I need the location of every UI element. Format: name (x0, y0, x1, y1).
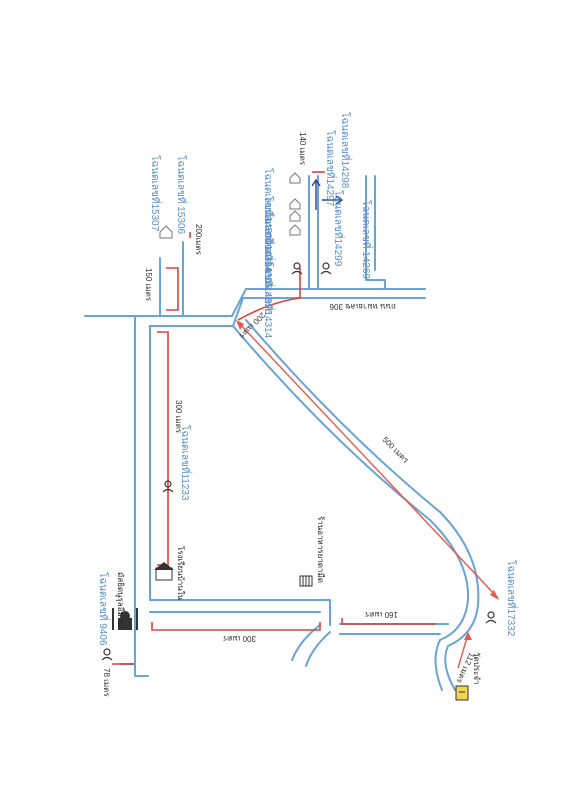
plot-label-15306: โฉนดเลขที่ 15306 (175, 155, 189, 235)
mosque-icon (112, 608, 138, 630)
plot-label-15307: โฉนดเลขที่15307 (149, 155, 163, 232)
place-label-restaurant: ร้านอาหารยาดามีด (316, 516, 325, 583)
dim-150 (166, 267, 179, 311)
place-label-school: โรงเรียนบ้านใน (176, 546, 186, 601)
plot-marker-icon (101, 262, 497, 661)
distance-label-200-upper: 200เมตร (194, 224, 203, 256)
distance-label-140: 140 เมตร (298, 132, 307, 166)
plot-label-14297: โฉนดเลขที่14297 (324, 130, 338, 207)
dim-160 (341, 618, 436, 625)
route-long-diagonal (237, 321, 499, 599)
road-soi-3 (365, 175, 386, 290)
road-name-306: ถนน หมายเลข 306 (329, 302, 396, 311)
dim-300-bottom (151, 622, 321, 631)
temple-icon (455, 685, 469, 701)
arrow-head-nw (236, 320, 244, 330)
plot-label-14314: โฉนดเลขที่14314 (262, 262, 276, 339)
place-label-temple: วัดประจำ (472, 652, 481, 685)
plot-label-14304: โฉนดเลขที่14304 (262, 196, 276, 273)
road-bottom-left-branch (291, 624, 321, 661)
road-junction-connector (231, 288, 247, 317)
dim-200-junction (237, 268, 301, 321)
road-left-vertical-outer (134, 315, 149, 677)
plot-label-9406: โฉนดเลขที่ 9406 (97, 572, 111, 646)
dim-300-left (157, 331, 169, 566)
road-bottom-a (149, 599, 331, 626)
road-temple-b (444, 645, 456, 691)
distance-label-300-left: 300 เมตร (174, 400, 183, 434)
arrow-up-icon (311, 178, 321, 210)
road-junction-connector-b (232, 297, 244, 327)
arrow-head-se (490, 590, 499, 600)
distance-label-160: 160 เมตร (364, 610, 398, 619)
distance-label-300-bottom: 300 เมตร (222, 634, 256, 643)
arrow-right-icon (322, 195, 344, 205)
dimension-lines (112, 171, 436, 665)
school-icon (154, 562, 174, 581)
place-labels: โรงเรียนบ้านใน มัสยิดนูรุลอีมาน ร้านอาหา… (115, 516, 481, 685)
house-icon (159, 172, 301, 239)
road-diagonal-outer (232, 325, 470, 641)
plot-label-14299: โฉนดเลขที่14299 (332, 190, 346, 267)
plot-label-14298: โฉนดเลขที่14298 (339, 112, 353, 189)
road-temple-a (434, 639, 443, 691)
direction-arrows (311, 178, 344, 210)
place-label-mosque: มัสยิดนูรุลอีมาน (115, 572, 125, 627)
plot-label-14305: โฉนดเลขที่14305 (262, 212, 276, 289)
plot-label-14269: โฉนดเลขที่ 14269 (360, 200, 374, 280)
road-network (84, 175, 480, 691)
road-bottom-left-branch-b (305, 631, 331, 667)
road-diagonal-inner (245, 319, 480, 647)
distance-label-500: 500 เมตร (381, 435, 411, 465)
plot-label-11233: โฉนดเลขที่11233 (179, 425, 193, 501)
plot-label-14300: โฉนดเลขที่14300 (262, 168, 276, 245)
restaurant-icon (299, 575, 313, 587)
distance-label-150: 150 เมตร (144, 268, 153, 302)
distance-label-78: 78 เมตร (102, 668, 111, 697)
plot-labels: โฉนดเลขที่15307 โฉนดเลขที่ 15306 โฉนดเลข… (97, 112, 519, 646)
icons (101, 172, 497, 701)
plot-label-17332: โฉนดเลขที่17332 (505, 560, 519, 637)
route-arrows (236, 320, 499, 669)
plot-label-14306: โฉนดเลขที่14306 (262, 238, 276, 315)
arrow-head-temple-up (464, 632, 472, 640)
